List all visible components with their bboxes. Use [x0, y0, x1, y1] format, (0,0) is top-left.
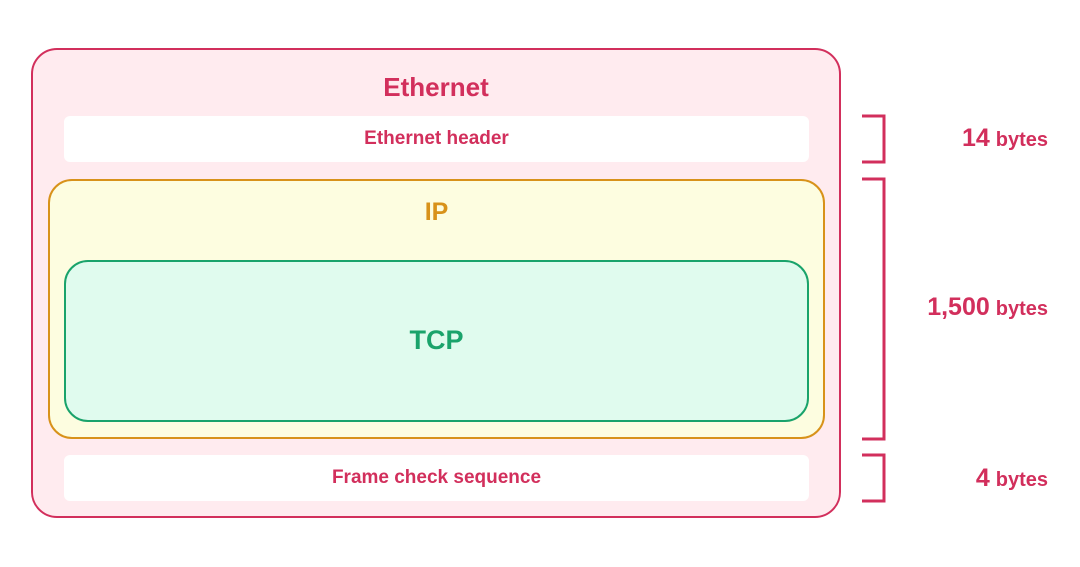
payload-size-value: 1,500 [927, 293, 990, 321]
header-size-value: 14 [961, 124, 990, 152]
trailer-bracket [862, 453, 886, 503]
frame-check-sequence-label: Frame check sequence [331, 467, 542, 488]
ethernet-title: Ethernet [383, 72, 489, 102]
trailer-size-value: 4 [975, 464, 990, 492]
tcp-segment-box [64, 260, 809, 422]
trailer-size-unit: bytes [995, 469, 1048, 491]
frame-check-sequence-bar: Frame check sequence [64, 455, 809, 501]
payload-bracket [862, 177, 886, 441]
tcp-title: TCP [409, 325, 464, 355]
ip-title: IP [424, 198, 449, 226]
header-size-unit: bytes [995, 129, 1048, 151]
ethernet-header-label: Ethernet header [364, 128, 509, 149]
ethernet-header-bar: Ethernet header [64, 116, 809, 162]
payload-size-unit: bytes [995, 298, 1048, 320]
header-bracket [862, 114, 886, 164]
